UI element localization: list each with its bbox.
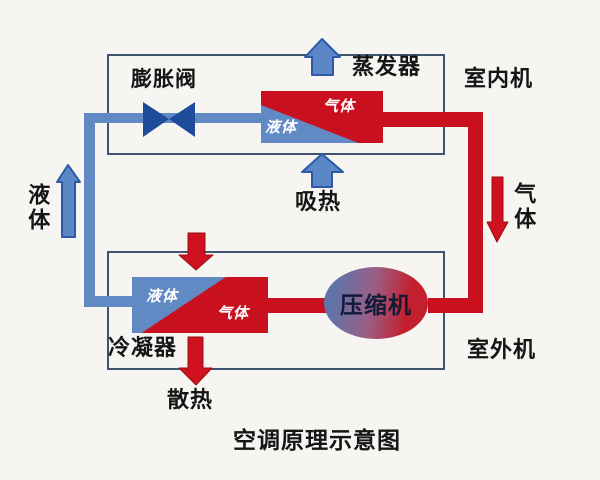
diagram-title: 空调原理示意图	[233, 428, 401, 453]
evaporator-label: 蒸发器	[352, 54, 422, 79]
arrow-down-gas-icon	[486, 176, 509, 243]
absorb-heat-label: 吸热	[295, 189, 342, 214]
condenser-gas-label: 气体	[217, 305, 250, 322]
evaporator-liquid-label: 液体	[265, 119, 298, 136]
liquid-left-label: 液体	[25, 183, 51, 233]
outdoor-unit-label: 室外机	[467, 337, 537, 362]
pipe-liquid-left-vertical	[84, 113, 95, 307]
condenser-liquid-label: 液体	[146, 288, 179, 305]
arrow-up-liquid-icon	[56, 164, 81, 238]
compressor-ellipse: 压缩机	[324, 267, 428, 339]
indoor-unit-box	[107, 54, 445, 155]
evaporator-gas-label: 气体	[323, 98, 356, 115]
evaporator-block: 气体 液体	[261, 91, 383, 143]
pipe-gas-right-vertical	[468, 112, 483, 313]
pipe-gas-condenser-out	[268, 298, 326, 313]
expansion-valve-label: 膨胀阀	[131, 68, 197, 91]
condenser-block: 液体 气体	[132, 277, 268, 333]
gas-right-label: 气体	[511, 182, 537, 232]
pipe-gas-evaporator-out	[383, 112, 483, 127]
arrow-up-absorb-heat-icon	[301, 153, 344, 188]
pipe-liquid-top	[84, 113, 262, 123]
dissipate-heat-label: 散热	[167, 387, 214, 412]
indoor-unit-label: 室内机	[464, 66, 534, 91]
pipe-liquid-bottom	[84, 296, 134, 307]
pipe-gas-compressor-in	[428, 298, 483, 313]
condenser-label: 冷凝器	[108, 335, 178, 360]
compressor-label: 压缩机	[340, 292, 412, 318]
